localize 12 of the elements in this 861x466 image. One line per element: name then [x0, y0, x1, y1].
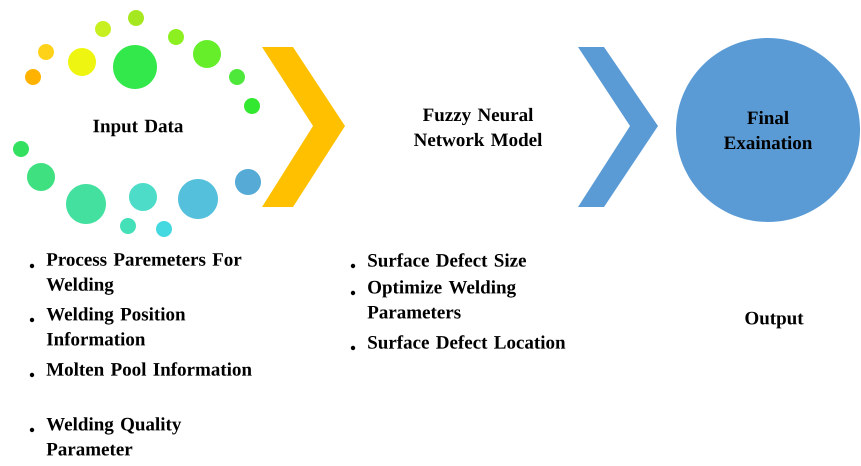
bullet-item: Process Paremeters For Welding [30, 253, 242, 295]
chevron-arrow [578, 47, 658, 207]
bullet-item: Welding Quality Parameter [30, 417, 182, 456]
output-label: Output [745, 312, 804, 328]
model-label: Fuzzy Neural Network Model [414, 108, 542, 146]
bullet-item: Surface Defect Size [350, 253, 526, 268]
bullet-item: Molten Pool Information [30, 362, 252, 378]
bullet-item: Surface Defect Location [350, 335, 566, 350]
input-data-label: Input Data [93, 120, 184, 136]
chevron-arrow [262, 47, 345, 207]
bullet-item: Optimize Welding Parameters [350, 280, 516, 319]
bullet-item: Welding Position Information [30, 307, 186, 346]
